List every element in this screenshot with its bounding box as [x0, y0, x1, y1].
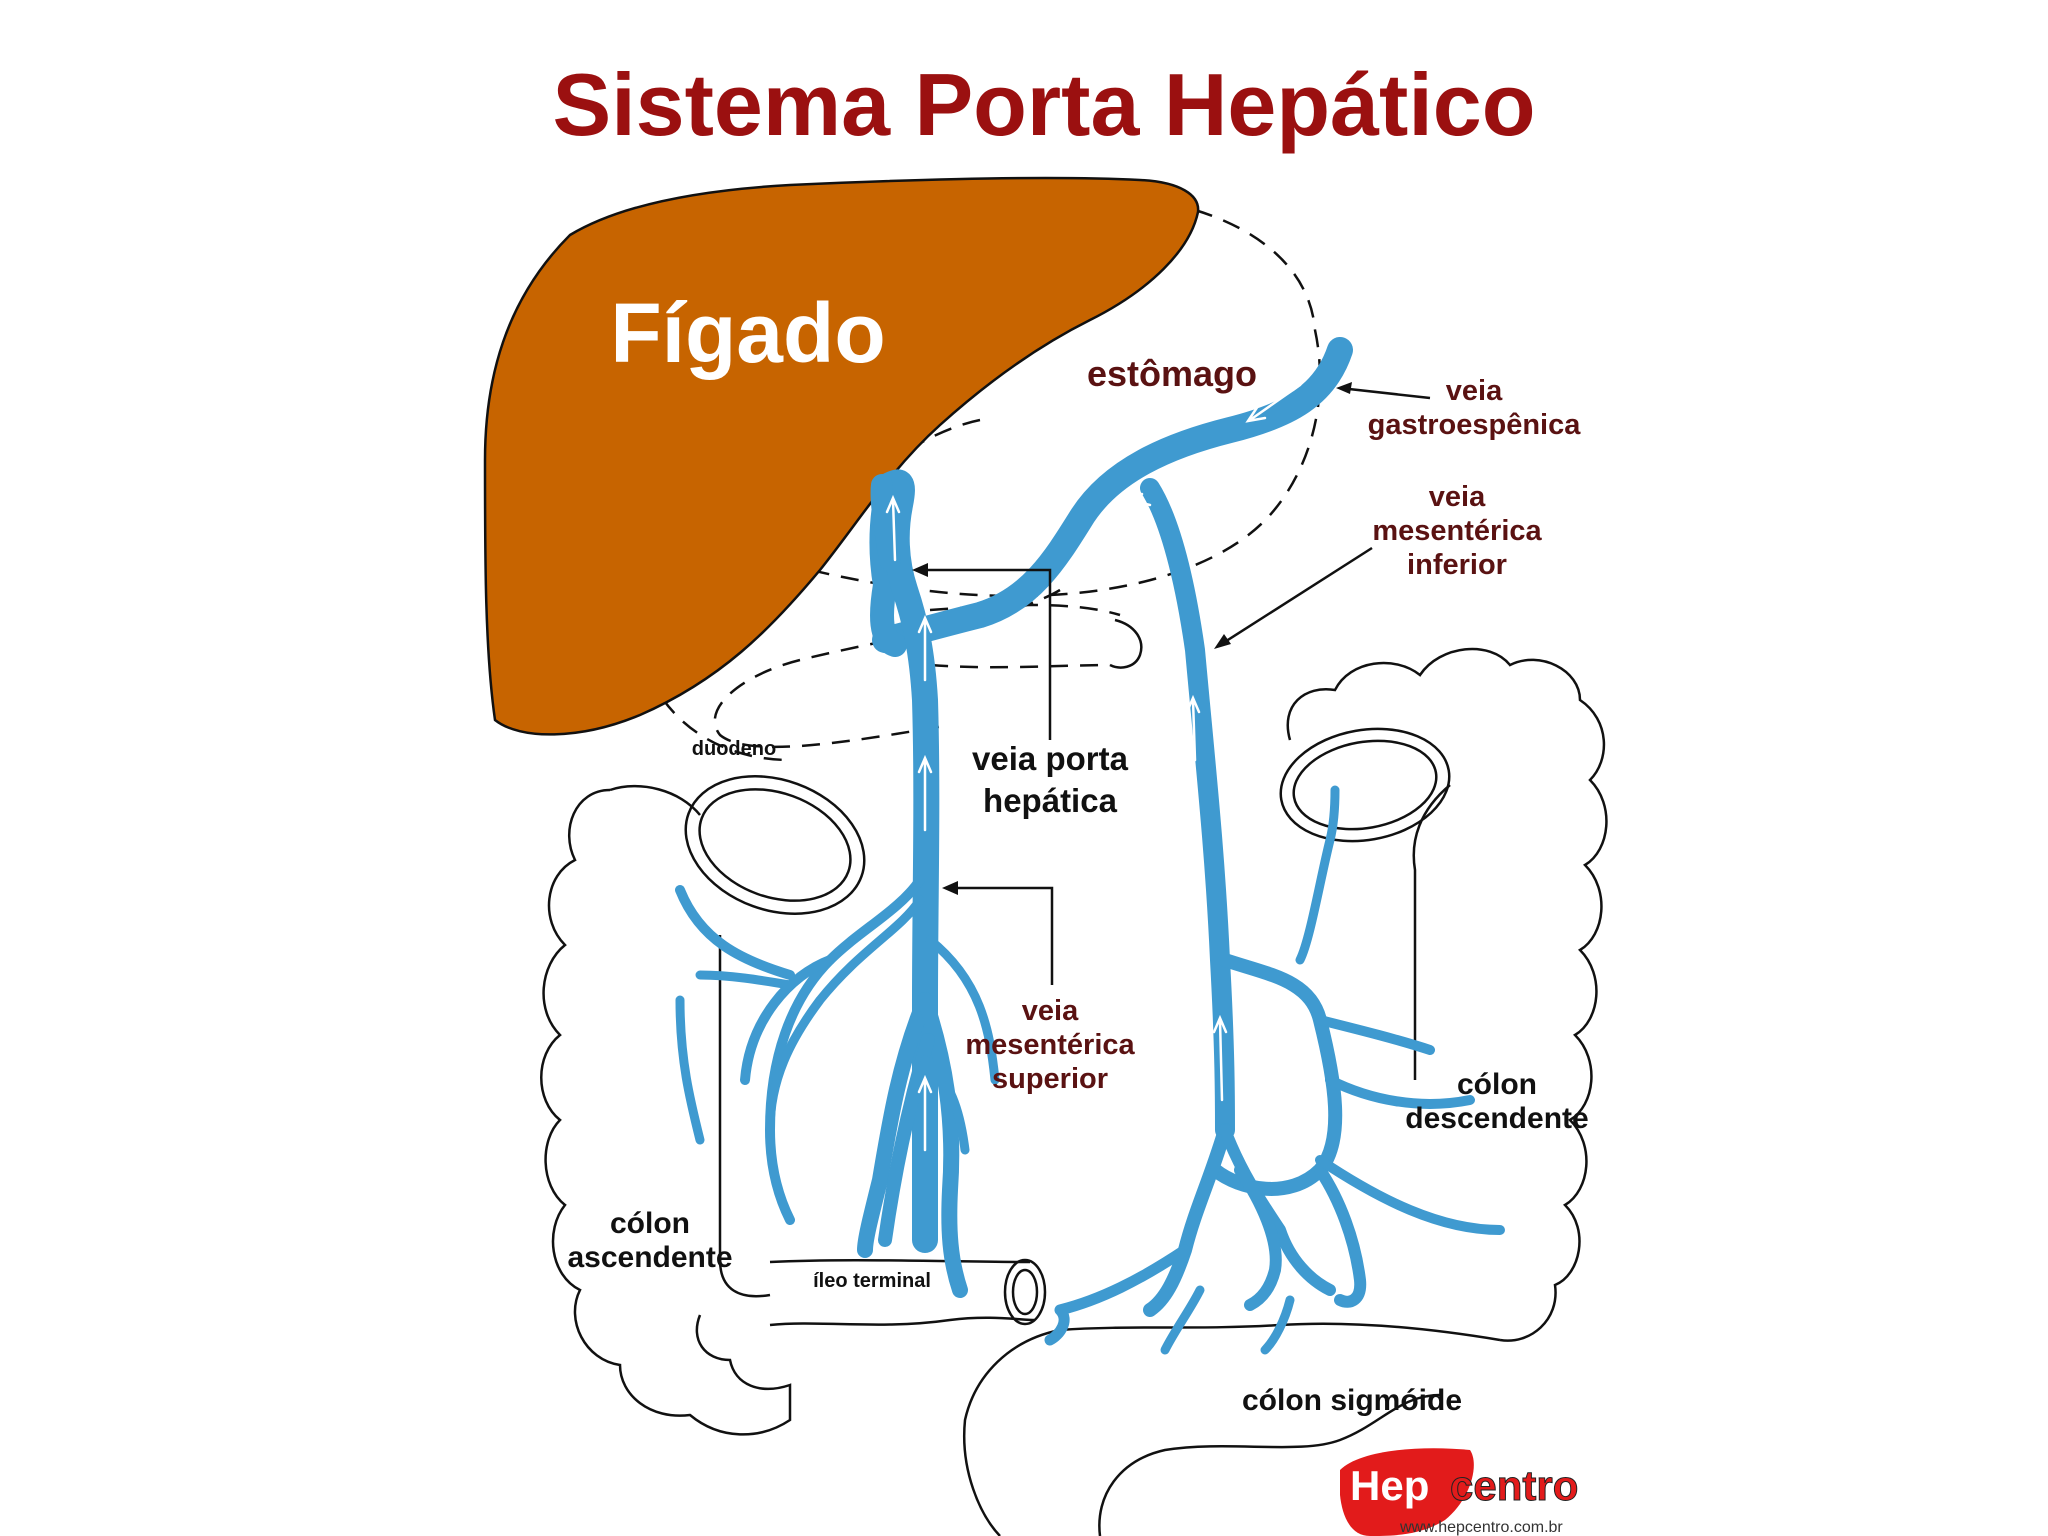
svg-text:inferior: inferior: [1407, 549, 1507, 581]
gastrosplenic-vein: [872, 337, 1353, 653]
svg-text:gastroespênica: gastroespênica: [1368, 409, 1582, 441]
svg-text:veia: veia: [1446, 375, 1503, 407]
hepcentro-logo: Hep centro www.hepcentro.com.br: [1340, 1448, 1579, 1536]
colon-cut-right: [1279, 727, 1451, 843]
svg-text:mesentérica: mesentérica: [965, 1029, 1135, 1061]
inferior-mesenteric-branches: [1044, 785, 1505, 1355]
inferior-mesenteric-vein: [1140, 478, 1235, 1140]
flow-direction-arrows: [885, 383, 1302, 1152]
svg-text:superior: superior: [992, 1063, 1108, 1095]
logo-brand-right: centro: [1450, 1462, 1578, 1509]
logo-liver-icon: [1340, 1448, 1474, 1536]
svg-text:descendente: descendente: [1405, 1102, 1588, 1135]
svg-text:hepática: hepática: [983, 782, 1118, 819]
logo-url: www.hepcentro.com.br: [1399, 1519, 1563, 1536]
svg-text:mesentérica: mesentérica: [1372, 515, 1542, 547]
svg-text:veia: veia: [1429, 481, 1486, 513]
liver-label: Fígado: [610, 286, 885, 380]
ascending-colon-shape: [540, 788, 792, 1436]
svg-text:veia porta: veia porta: [972, 740, 1129, 777]
svg-text:cólon: cólon: [610, 1207, 690, 1240]
duodenum-outline: [713, 588, 1061, 749]
liver-shape: [483, 176, 1200, 736]
gastrosplenic-vein-label: veia gastroespênica: [1368, 375, 1582, 441]
superior-mesenteric-branches: [675, 875, 1000, 1298]
svg-text:ascendente: ascendente: [567, 1241, 732, 1274]
inferior-mesenteric-vein-label: veia mesentérica inferior: [1372, 481, 1542, 581]
hepatic-portal-vein: [877, 469, 940, 1253]
logo-brand-left: Hep: [1350, 1462, 1429, 1509]
label-pointers: [912, 382, 1431, 985]
duodenum-label: duodeno: [692, 738, 776, 760]
pancreas-tail: [1109, 618, 1143, 669]
ascending-colon-inner: [609, 784, 771, 1298]
ascending-colon-label: cólon ascendente: [567, 1207, 732, 1274]
descending-colon-label: cólon descendente: [1405, 1068, 1588, 1135]
svg-text:cólon: cólon: [1457, 1068, 1537, 1101]
hepatic-portal-vein-label: veia porta hepática: [972, 740, 1129, 819]
pancreas-outline: [929, 603, 1121, 669]
svg-text:veia: veia: [1022, 995, 1079, 1027]
descending-colon-inner: [1412, 784, 1451, 1080]
superior-mesenteric-vein-label: veia mesentérica superior: [965, 995, 1135, 1095]
colon-cut-left: [684, 775, 866, 915]
terminal-ileum-label: íleo terminal: [813, 1270, 931, 1292]
descending-colon-shape: [1286, 647, 1608, 1342]
portal-vein-tree: [675, 337, 1505, 1355]
diagram-title: Sistema Porta Hepático: [553, 55, 1536, 154]
terminal-ileum-opening: [1003, 1258, 1047, 1326]
stomach-label: estômago: [1087, 353, 1257, 394]
sigmoid-colon-label: cólon sigmóide: [1242, 1384, 1462, 1417]
